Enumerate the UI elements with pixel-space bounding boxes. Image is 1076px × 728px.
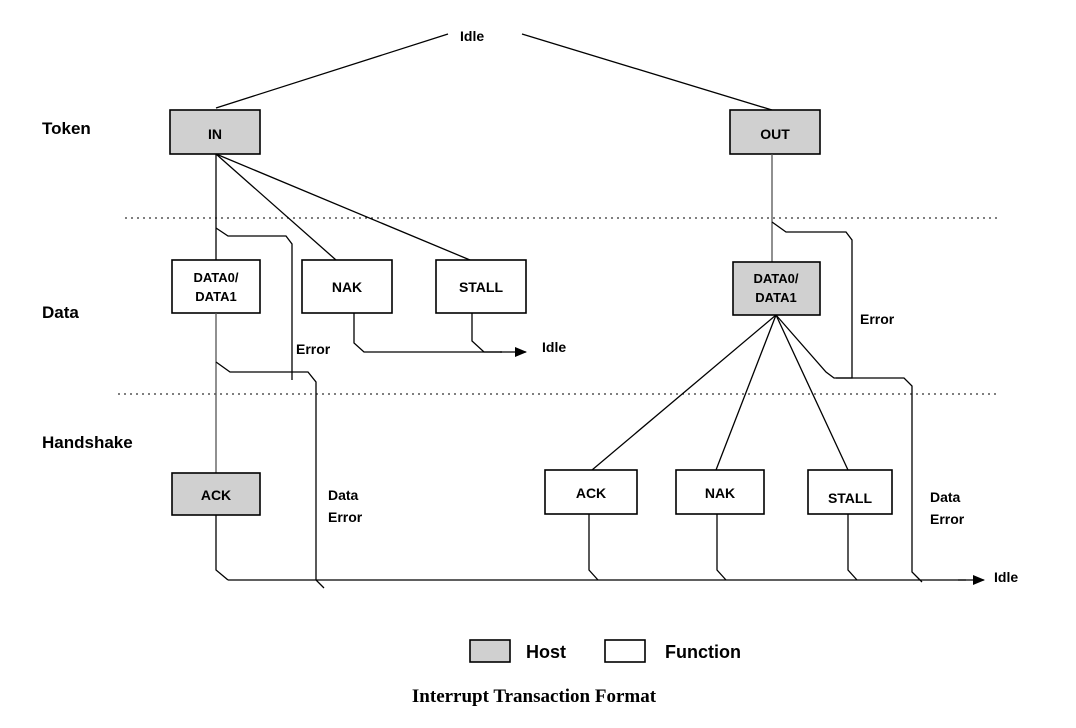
edge-nak-right-to-idle (716, 514, 727, 581)
data01-right-label-line2: DATA1 (755, 290, 796, 305)
edge-in-to-stall (215, 153, 471, 261)
data-error-right-line1: Data (930, 489, 961, 505)
edge-stall-to-idle (471, 313, 502, 353)
legend-function-label: Function (665, 642, 741, 662)
nak-data-label: NAK (332, 279, 362, 295)
edge-ack-right-to-idle (588, 514, 599, 581)
ack-handshake-host-box (171, 472, 261, 516)
legend-host-swatch (469, 639, 511, 663)
in-token-box (169, 109, 261, 155)
error-right-label: Error (860, 311, 895, 327)
ack-handshake-host-label: ACK (201, 487, 231, 503)
edge-in-to-nak (215, 153, 337, 261)
edge-data-error-right (775, 314, 923, 583)
stage-label-token: Token (42, 119, 91, 138)
stall-data-label: STALL (459, 279, 504, 295)
idle-mid-label: Idle (542, 339, 566, 355)
ack-handshake-function-box (544, 469, 638, 515)
figure-caption: Interrupt Transaction Format (412, 686, 657, 707)
edge-in-error (215, 227, 293, 380)
edge-data-to-stall-right (775, 314, 849, 471)
data01-left-box (171, 259, 261, 314)
legend-host-label: Host (526, 642, 566, 662)
out-token-box (729, 109, 821, 155)
ack-handshake-function-label: ACK (576, 485, 606, 501)
data-error-right-line2: Error (930, 511, 965, 527)
edge-data-to-nak-right (715, 314, 777, 471)
idle-bottom-label: Idle (994, 569, 1018, 585)
data01-right-label-line1: DATA0/ (753, 271, 798, 286)
edge-stall-right-to-idle (847, 514, 858, 581)
edge-data-error-left (215, 361, 325, 589)
data01-left-label-line1: DATA0/ (193, 270, 238, 285)
stage-label-data: Data (42, 303, 79, 322)
nak-handshake-box (675, 469, 765, 515)
data01-right-box (732, 261, 821, 316)
edge-nak-to-idle (353, 313, 502, 353)
edge-idle-to-in (215, 33, 449, 109)
data-error-left-line1: Data (328, 487, 359, 503)
out-token-label: OUT (760, 126, 790, 142)
stage-label-handshake: Handshake (42, 433, 133, 452)
legend-function-swatch (604, 639, 646, 663)
error-left-label: Error (296, 341, 331, 357)
nak-handshake-label: NAK (705, 485, 735, 501)
in-token-label: IN (208, 126, 222, 142)
data-error-left-line2: Error (328, 509, 363, 525)
data01-left-label-line2: DATA1 (195, 289, 236, 304)
edge-idle-to-out (521, 33, 773, 111)
edge-ack-left-to-idle (215, 515, 229, 581)
nak-data-box (301, 259, 393, 314)
edge-data-to-ack-right (591, 314, 777, 471)
idle-top-label: Idle (460, 28, 484, 44)
stall-handshake-label: STALL (828, 490, 873, 506)
stall-data-box (435, 259, 527, 314)
stall-handshake-box (807, 469, 893, 515)
